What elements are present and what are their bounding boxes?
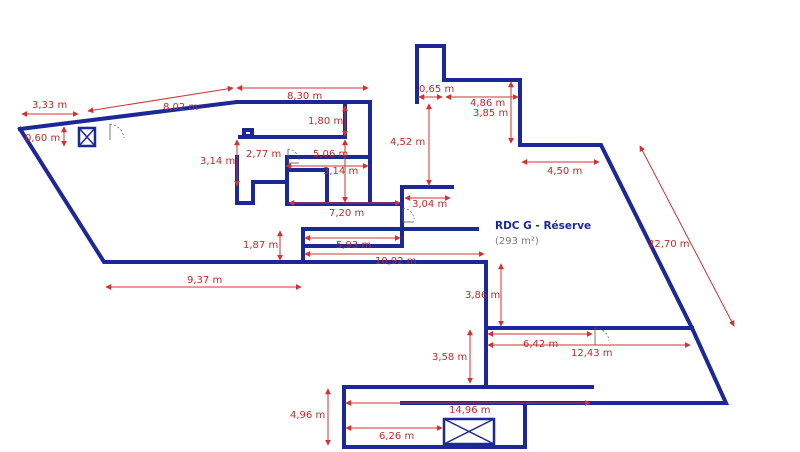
tower-wall xyxy=(400,44,730,405)
door-icon xyxy=(109,123,125,140)
dim-label: 9,37 m xyxy=(187,275,222,286)
dim-label: 5,93 m xyxy=(336,240,371,251)
dim-label: 6,42 m xyxy=(523,339,558,350)
dim-label: 4,50 m xyxy=(547,166,582,177)
stair-icon xyxy=(442,417,496,446)
door-icon xyxy=(402,207,415,223)
dimension-labels: 3,33 m 8,02 m 8,30 m 0,60 m 1,80 m 2,77 … xyxy=(25,84,690,442)
column xyxy=(242,128,254,138)
office-wall xyxy=(235,155,372,205)
dim-label: 12,43 m xyxy=(571,348,613,359)
dim-label: 3,58 m xyxy=(432,352,467,363)
dim-label: 10,92 m xyxy=(375,256,417,267)
dim-label: 22,70 m xyxy=(648,239,690,250)
dim-label: 7,20 m xyxy=(329,208,364,219)
dimension-lines xyxy=(21,81,735,446)
dim-label: 0,65 m xyxy=(419,84,454,95)
dim-label: 4,52 m xyxy=(390,137,425,148)
dim-label: 5,06 m xyxy=(313,149,348,160)
dim-label: 2,77 m xyxy=(246,149,281,160)
dim-label: 8,02 m xyxy=(163,102,198,113)
dim-label: 3,14 m xyxy=(323,166,358,177)
room-title: RDC G - Réserve xyxy=(495,220,591,232)
dim-label: 3,04 m xyxy=(412,199,447,210)
door-icon xyxy=(594,327,610,345)
dim-label: 3,85 m xyxy=(473,108,508,119)
dim-label: 4,86 m xyxy=(470,98,505,109)
dim-label: 0,60 m xyxy=(25,133,60,144)
office-wall xyxy=(285,168,329,206)
bottom-block-wall xyxy=(342,385,527,449)
dim-label: 1,80 m xyxy=(308,116,343,127)
dim-label: 3,14 m xyxy=(200,156,235,167)
dim-label: 3,86 m xyxy=(465,290,500,301)
dim-label: 8,30 m xyxy=(287,91,322,102)
outer-wall-bottom xyxy=(17,126,488,387)
dim-label: 14,96 m xyxy=(449,405,491,416)
stair-icon xyxy=(77,126,97,148)
dim-label: 6,26 m xyxy=(379,431,414,442)
dim-label: 1,87 m xyxy=(243,240,278,251)
dim-label: 3,33 m xyxy=(32,100,67,111)
dim-label: 4,96 m xyxy=(290,410,325,421)
room-area: (293 m²) xyxy=(495,236,539,247)
walls xyxy=(17,44,730,449)
